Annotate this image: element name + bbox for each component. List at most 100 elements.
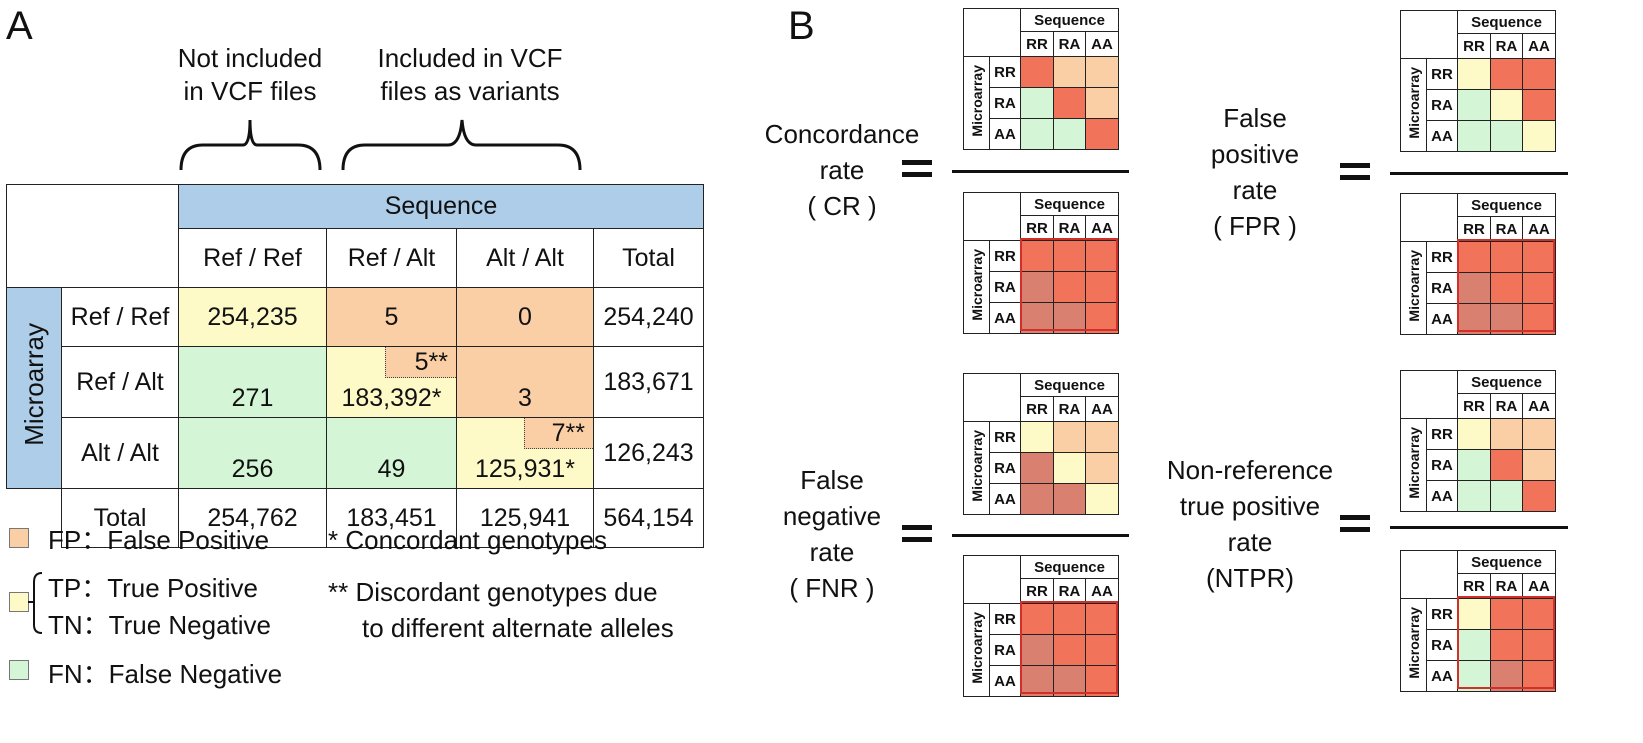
label-line: False <box>800 465 864 495</box>
mini-cell <box>1490 272 1523 304</box>
mini-row-label: RA <box>989 87 1021 119</box>
mini-col-label: AA <box>1521 573 1557 599</box>
mini-cell <box>1457 241 1491 273</box>
legend-fn: FN：False Negative <box>48 659 283 689</box>
header-line: files as variants <box>380 76 560 106</box>
mini-row-label: RR <box>1426 418 1458 450</box>
mini-cell <box>1053 421 1086 453</box>
mini-microarray-label: Microarray <box>963 56 990 150</box>
mini-col-label: AA <box>1521 216 1557 242</box>
mini-cell <box>1457 272 1491 304</box>
mini-cell <box>1084 271 1120 303</box>
mini-microarray-label: Microarray <box>1400 241 1427 335</box>
cell-tn: 254,235 <box>178 287 327 347</box>
mini-sequence-label: Sequence <box>1019 8 1120 32</box>
mini-cell <box>1490 629 1523 661</box>
mini-cell <box>1053 603 1086 635</box>
mini-cell <box>1084 603 1120 635</box>
mini-cell <box>1020 634 1054 666</box>
mini-col-label: RR <box>1457 393 1491 419</box>
mini-sequence-label: Sequence <box>1019 192 1120 216</box>
brace-right <box>341 119 582 171</box>
mini-col-label: AA <box>1084 578 1120 604</box>
mini-cell <box>1457 89 1491 121</box>
mini-cell <box>1020 483 1054 515</box>
legend-bracket <box>28 572 43 634</box>
note-concordant: * Concordant genotypes <box>328 525 607 555</box>
ntpr-label: Non-reference true positive rate (NTPR) <box>1150 452 1350 596</box>
fraction-line <box>952 170 1129 173</box>
mini-cell <box>1457 629 1491 661</box>
mini-cell <box>1053 87 1086 119</box>
mini-row-label: AA <box>1426 660 1458 692</box>
fraction-line <box>1390 526 1568 529</box>
col-header: Ref / Ref <box>178 228 327 288</box>
mini-row-label: AA <box>1426 120 1458 152</box>
mini-cell <box>1490 241 1523 273</box>
cell-fp: 5 <box>326 287 457 347</box>
mini-row-label: RR <box>989 56 1021 88</box>
mini-cell <box>1457 480 1491 512</box>
mini-col-label: RA <box>1053 215 1086 241</box>
label-line: true positive <box>1179 491 1321 521</box>
mini-cell <box>1020 603 1054 635</box>
mini-cell <box>1521 303 1557 335</box>
equals-sign <box>902 525 932 549</box>
mini-cell <box>1084 634 1120 666</box>
label-line: rate <box>809 537 855 567</box>
mini-corner <box>963 192 1021 241</box>
mini-row-label: RA <box>989 452 1021 484</box>
mini-cell <box>1521 598 1557 630</box>
mini-cell <box>1084 56 1120 88</box>
grand-total: 564,154 <box>593 488 704 548</box>
fn-swatch <box>9 660 29 680</box>
mini-corner <box>963 555 1021 604</box>
label-line: positive <box>1210 139 1300 169</box>
mini-corner <box>1400 370 1458 419</box>
label-line: ( CR ) <box>807 191 877 221</box>
legend-tp: TP：True Positive <box>48 573 258 603</box>
mini-row-label: RA <box>1426 272 1458 304</box>
label-line: rate <box>1232 175 1278 205</box>
mini-sequence-label: Sequence <box>1456 10 1557 34</box>
mini-cell <box>1521 418 1557 450</box>
mini-cell <box>1490 303 1523 335</box>
mini-col-label: AA <box>1084 31 1120 57</box>
mini-cell <box>1084 421 1120 453</box>
label-line: ( FNR ) <box>789 573 875 603</box>
mini-cell <box>1490 449 1523 481</box>
mini-row-label: AA <box>989 118 1021 150</box>
mini-cell <box>1490 418 1523 450</box>
row-header: Ref / Ref <box>61 287 179 347</box>
mini-cell <box>1457 449 1491 481</box>
mini-microarray-label: Microarray <box>1400 598 1427 692</box>
mini-col-label: RA <box>1490 393 1523 419</box>
mini-cell <box>1020 56 1054 88</box>
row-header: Ref / Alt <box>61 346 179 418</box>
panel-b-label: B <box>788 4 815 48</box>
mini-col-label: RA <box>1490 216 1523 242</box>
fraction-line <box>1390 172 1568 175</box>
mini-row-label: RA <box>1426 89 1458 121</box>
mini-cell <box>1053 483 1086 515</box>
header-line: Included in VCF <box>377 43 563 73</box>
mini-row-label: AA <box>1426 303 1458 335</box>
mini-cell <box>1084 87 1120 119</box>
label-line: negative <box>782 501 882 531</box>
mini-row-label: RA <box>1426 629 1458 661</box>
mini-corner <box>1400 10 1458 59</box>
cell-value: 256 <box>231 455 274 483</box>
mini-cell <box>1084 302 1120 334</box>
header-line: in VCF files <box>183 76 317 106</box>
mini-col-label: RR <box>1457 33 1491 59</box>
mini-row-label: AA <box>989 302 1021 334</box>
label-line: rate <box>819 155 865 185</box>
mini-cell <box>1490 120 1523 152</box>
cell-value: 271 <box>231 384 274 412</box>
note-discordant-1: ** Discordant genotypes due <box>328 577 658 607</box>
cell-value: 49 <box>377 455 406 483</box>
mini-cell <box>1457 58 1491 90</box>
